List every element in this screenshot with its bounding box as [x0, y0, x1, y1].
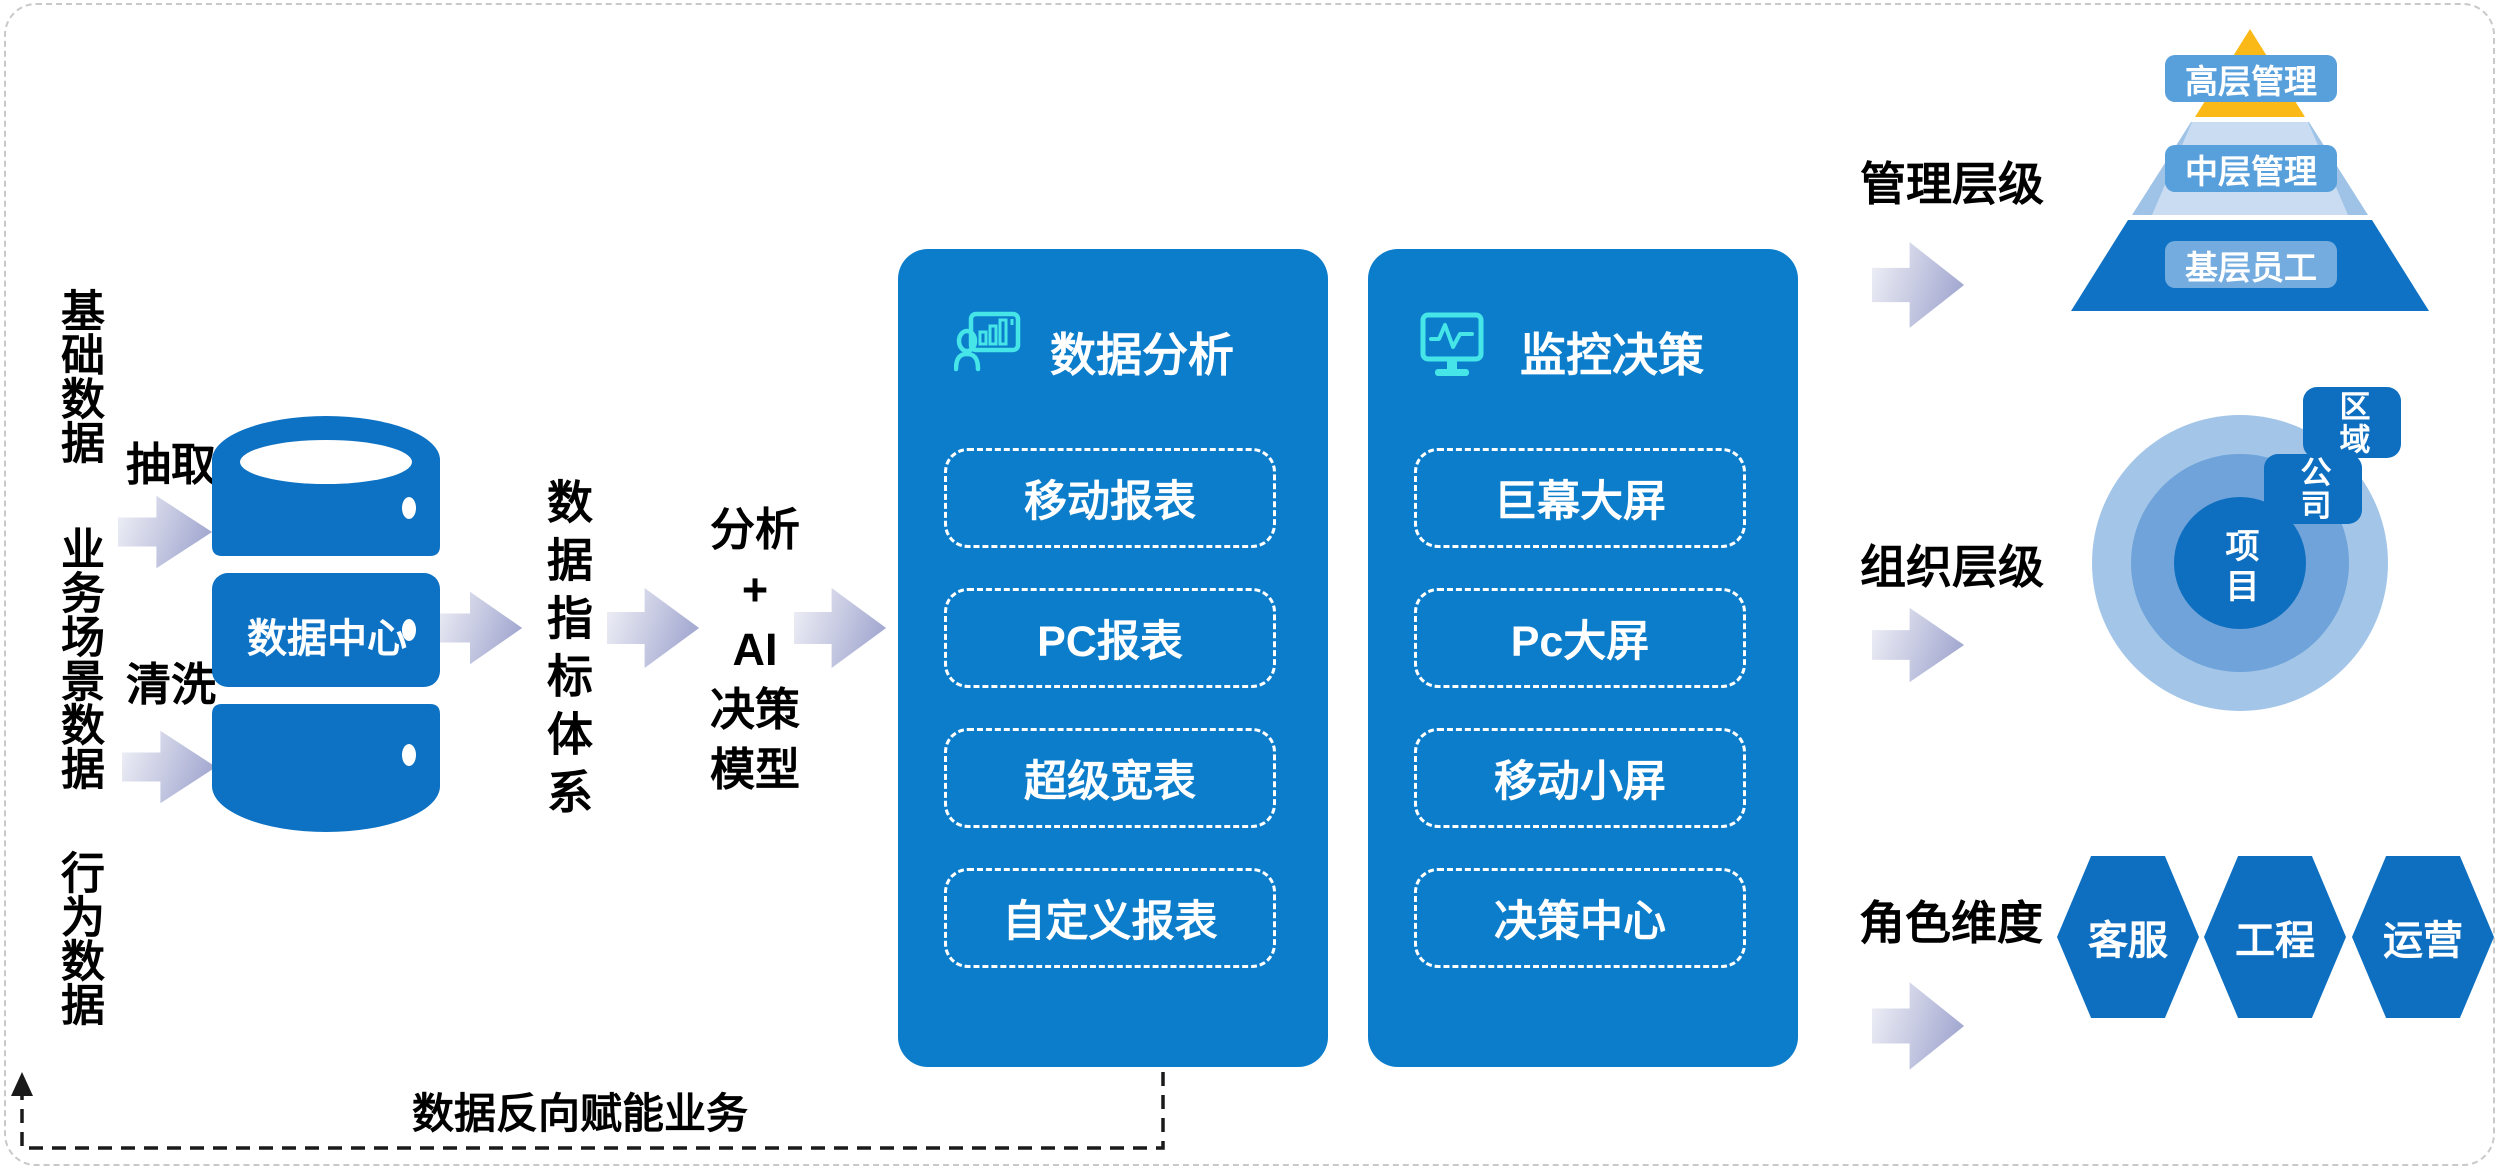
source-label-behavior-data: 行为数据: [54, 850, 103, 1026]
panel-data-analysis-header: 数据分析: [898, 309, 1328, 389]
org-box-region: 区域: [2303, 387, 2401, 458]
hexagon-customer-service: 客服: [2057, 856, 2199, 1018]
clean-label: 清洗: [126, 659, 217, 710]
arrow-extract-icon: [118, 495, 213, 569]
item-mobile-screen: 移动小屏: [1414, 728, 1746, 828]
feedback-loop-line: [11, 1072, 1165, 1150]
role-dimension-label: 角色维度: [1859, 897, 2043, 949]
org-ring-company-label: 公司: [2295, 456, 2331, 522]
panel-data-analysis: 数据分析 移动报表 PC报表 超级宽表 自定义报表: [898, 249, 1328, 1067]
hexagon-operations: 运营: [2352, 856, 2494, 1018]
org-ring-project-label: 项目: [2220, 528, 2258, 608]
panel-monitor-decision: 监控决策 巨幕大屏 Pc大屏 移动小屏 决策中心: [1368, 249, 1798, 1067]
feedback-arrowhead-icon: [11, 1072, 33, 1096]
ai-model-block: 分析 + AI 决策 模型: [696, 500, 814, 800]
item-pc-report: PC报表: [944, 588, 1276, 688]
ai-model-line: +: [741, 564, 769, 615]
source-label-basic-data: 基础数据: [54, 288, 103, 464]
monitor-pulse-icon: [1420, 312, 1484, 376]
organization-level-label: 组织层级: [1860, 541, 2044, 593]
org-box-company: 公司: [2264, 454, 2362, 524]
item-pc-screen: Pc大屏: [1414, 588, 1746, 688]
hexagon-engineering: 工程: [2204, 856, 2346, 1018]
arrow-datacenter-out-icon: [434, 591, 523, 665]
item-mobile-report: 移动报表: [944, 448, 1276, 548]
presenter-chart-icon: [954, 311, 1021, 372]
panel-title-monitor-decision: 监控决策: [1520, 329, 1704, 381]
ai-model-line: 分析: [709, 504, 800, 555]
pyramid-level-bottom: 基层员工: [2165, 241, 2337, 288]
item-decision-center: 决策中心: [1414, 868, 1746, 968]
source-label-business-data: 业务场景数据: [54, 526, 103, 790]
pyramid-level-top: 高层管理: [2165, 55, 2337, 102]
item-custom-report: 自定义报表: [944, 868, 1276, 968]
management-level-label: 管理层级: [1860, 158, 2044, 210]
ai-model-line: AI: [732, 624, 778, 675]
org-ring-region-label: 区域: [2334, 389, 2370, 456]
item-super-wide-table: 超级宽表: [944, 728, 1276, 828]
arrow-aimodel-out-icon: [794, 588, 887, 668]
feedback-label: 数据反向赋能业务: [411, 1090, 748, 1137]
arrow-role-icon: [1872, 982, 1965, 1070]
database-cylinder-icon: [212, 416, 440, 832]
ai-model-line: 模型: [709, 744, 800, 795]
panel-title-data-analysis: 数据分析: [1050, 329, 1234, 381]
arrow-organization-icon: [1872, 607, 1965, 683]
item-giant-screen: 巨幕大屏: [1414, 448, 1746, 548]
data-center-label: 数据中心: [247, 617, 407, 661]
indicator-system-label: 数据指标体系: [541, 478, 593, 826]
arrow-clean-icon: [122, 730, 217, 804]
ai-model-line: 决策: [709, 684, 800, 735]
panel-monitor-decision-header: 监控决策: [1368, 309, 1798, 389]
pyramid-level-middle: 中层管理: [2165, 145, 2337, 192]
arrow-indicator-out-icon: [607, 588, 700, 668]
extract-label: 抽取: [126, 439, 217, 490]
arrow-management-icon: [1872, 242, 1965, 328]
